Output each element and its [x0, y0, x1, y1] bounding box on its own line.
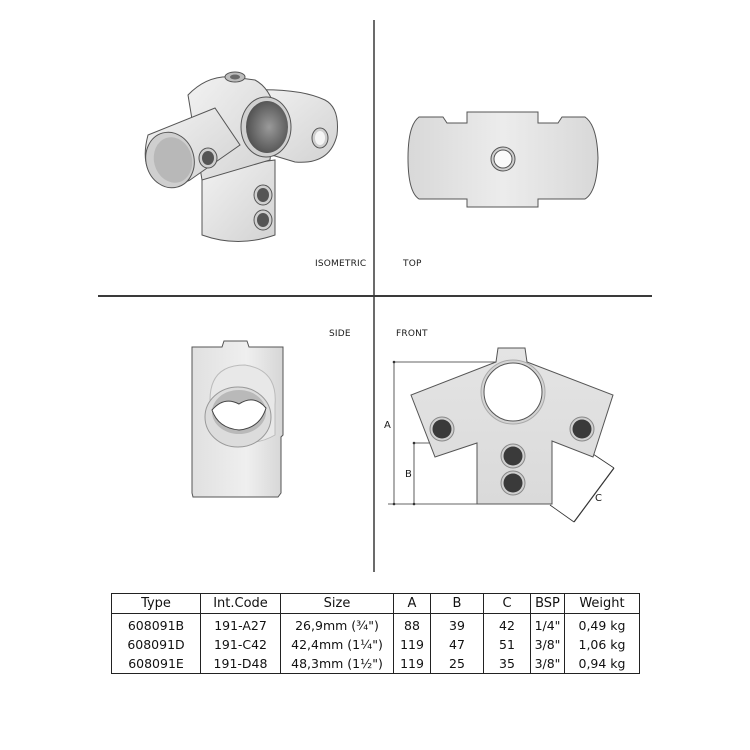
- cell-bsp: 1/4": [530, 613, 565, 635]
- dimension-c-label: C: [595, 493, 603, 504]
- header-a: A: [393, 593, 431, 614]
- cell-int-code: 191-D48: [200, 654, 281, 674]
- table-header-row: Type Int.Code Size A B C BSP Weight: [111, 593, 640, 614]
- side-view-drawing: [191, 340, 284, 498]
- cell-size: 48,3mm (1½"): [280, 654, 394, 674]
- cell-b: 47: [430, 635, 484, 654]
- header-c: C: [483, 593, 531, 614]
- isometric-view-drawing: [144, 71, 338, 242]
- cell-weight: 0,49 kg: [564, 613, 640, 635]
- header-weight: Weight: [564, 593, 640, 614]
- side-label: SIDE: [329, 329, 351, 339]
- header-b: B: [430, 593, 484, 614]
- top-view-drawing: [407, 111, 599, 208]
- table-row: 608091B 191-A27 26,9mm (¾") 88 39 42 1/4…: [111, 613, 640, 635]
- cell-weight: 1,06 kg: [564, 635, 640, 654]
- cell-int-code: 191-A27: [200, 613, 281, 635]
- table-row: 608091E 191-D48 48,3mm (1½") 119 25 35 3…: [111, 654, 640, 674]
- dimension-b-label: B: [405, 469, 413, 480]
- isometric-label: ISOMETRIC: [315, 259, 367, 269]
- cell-a: 88: [393, 613, 431, 635]
- cell-weight: 0,94 kg: [564, 654, 640, 674]
- cell-a: 119: [393, 654, 431, 674]
- front-view-drawing: [388, 347, 615, 523]
- quadrant-divider-horizontal: [98, 295, 652, 297]
- cell-bsp: 3/8": [530, 654, 565, 674]
- cell-type: 608091B: [111, 613, 201, 635]
- cell-type: 608091E: [111, 654, 201, 674]
- dimension-lines: [388, 361, 615, 523]
- header-bsp: BSP: [530, 593, 565, 614]
- dimension-a-label: A: [384, 420, 392, 431]
- cell-type: 608091D: [111, 635, 201, 654]
- front-label: FRONT: [396, 329, 428, 339]
- cell-c: 42: [483, 613, 531, 635]
- cell-bsp: 3/8": [530, 635, 565, 654]
- top-label: TOP: [403, 259, 422, 269]
- header-int-code: Int.Code: [200, 593, 281, 614]
- cell-size: 26,9mm (¾"): [280, 613, 394, 635]
- header-type: Type: [111, 593, 201, 614]
- header-size: Size: [280, 593, 394, 614]
- cell-c: 51: [483, 635, 531, 654]
- bolt-holes: [429, 416, 595, 496]
- cell-b: 39: [430, 613, 484, 635]
- cell-size: 42,4mm (1¼"): [280, 635, 394, 654]
- table-row: 608091D 191-C42 42,4mm (1¼") 119 47 51 3…: [111, 635, 640, 654]
- cell-int-code: 191-C42: [200, 635, 281, 654]
- specification-table: Type Int.Code Size A B C BSP Weight 6080…: [111, 593, 640, 674]
- cell-c: 35: [483, 654, 531, 674]
- cell-a: 119: [393, 635, 431, 654]
- cell-b: 25: [430, 654, 484, 674]
